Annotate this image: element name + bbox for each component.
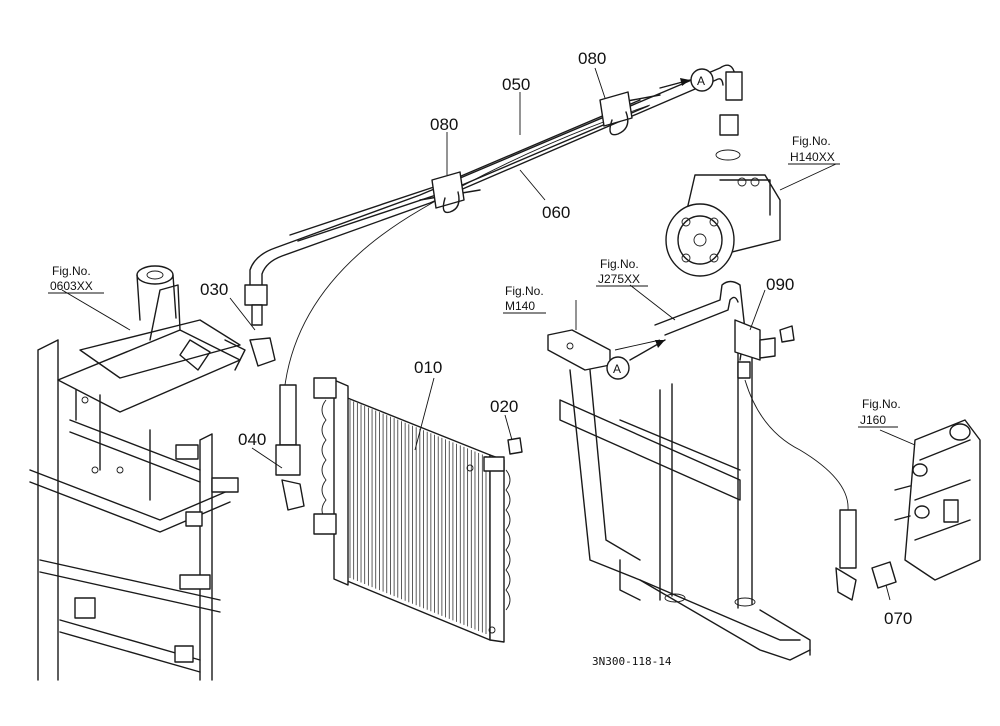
figref-0603xx: Fig.No. 0603XX bbox=[48, 264, 104, 294]
hydraulic-pump bbox=[665, 174, 781, 277]
callout-070: 070 bbox=[884, 609, 912, 628]
cooler-coils bbox=[321, 399, 511, 611]
leader-lines bbox=[61, 67, 916, 601]
connection-markers: A A bbox=[606, 68, 714, 380]
callout-040: 040 bbox=[238, 430, 266, 449]
svg-text:H140XX: H140XX bbox=[790, 150, 835, 164]
callout-010: 010 bbox=[414, 358, 442, 377]
svg-text:A: A bbox=[697, 74, 705, 88]
part-callouts: 010 020 030 040 050 060 070 080 080 090 bbox=[200, 49, 912, 628]
svg-text:A: A bbox=[613, 362, 621, 376]
callout-090: 090 bbox=[766, 275, 794, 294]
callout-080-right: 080 bbox=[578, 49, 606, 68]
right-frame-assembly bbox=[547, 329, 811, 661]
callout-030: 030 bbox=[200, 280, 228, 299]
control-valve bbox=[835, 419, 981, 601]
figref-h140xx: Fig.No. H140XX bbox=[788, 134, 840, 165]
figure-references: Fig.No. 0603XX Fig.No. H140XX Fig.No. M1… bbox=[48, 134, 901, 428]
cooler-fins bbox=[349, 400, 487, 634]
pipe-bracket bbox=[654, 280, 795, 379]
callout-080-left: 080 bbox=[430, 115, 458, 134]
svg-text:Fig.No.: Fig.No. bbox=[52, 264, 91, 278]
callout-060: 060 bbox=[542, 203, 570, 222]
svg-text:Fig.No.: Fig.No. bbox=[505, 284, 544, 298]
callout-020: 020 bbox=[490, 397, 518, 416]
svg-text:J160: J160 bbox=[860, 413, 886, 427]
svg-text:Fig.No.: Fig.No. bbox=[600, 257, 639, 271]
svg-text:J275XX: J275XX bbox=[598, 272, 640, 286]
svg-text:Fig.No.: Fig.No. bbox=[862, 397, 901, 411]
oil-cooler bbox=[313, 377, 523, 643]
marker-a-right: A bbox=[606, 339, 666, 380]
hydraulic-pipes bbox=[244, 64, 849, 511]
callout-050: 050 bbox=[502, 75, 530, 94]
drawing-code: 3N300-118-14 bbox=[592, 655, 672, 668]
figref-m140: Fig.No. M140 bbox=[503, 284, 546, 314]
figref-j275xx: Fig.No. J275XX bbox=[596, 257, 648, 287]
figref-j160: Fig.No. J160 bbox=[858, 397, 901, 428]
left-frame-assembly bbox=[29, 265, 246, 681]
marker-a-top: A bbox=[659, 68, 714, 92]
svg-text:Fig.No.: Fig.No. bbox=[792, 134, 831, 148]
svg-text:0603XX: 0603XX bbox=[50, 279, 93, 293]
svg-text:M140: M140 bbox=[505, 299, 535, 313]
